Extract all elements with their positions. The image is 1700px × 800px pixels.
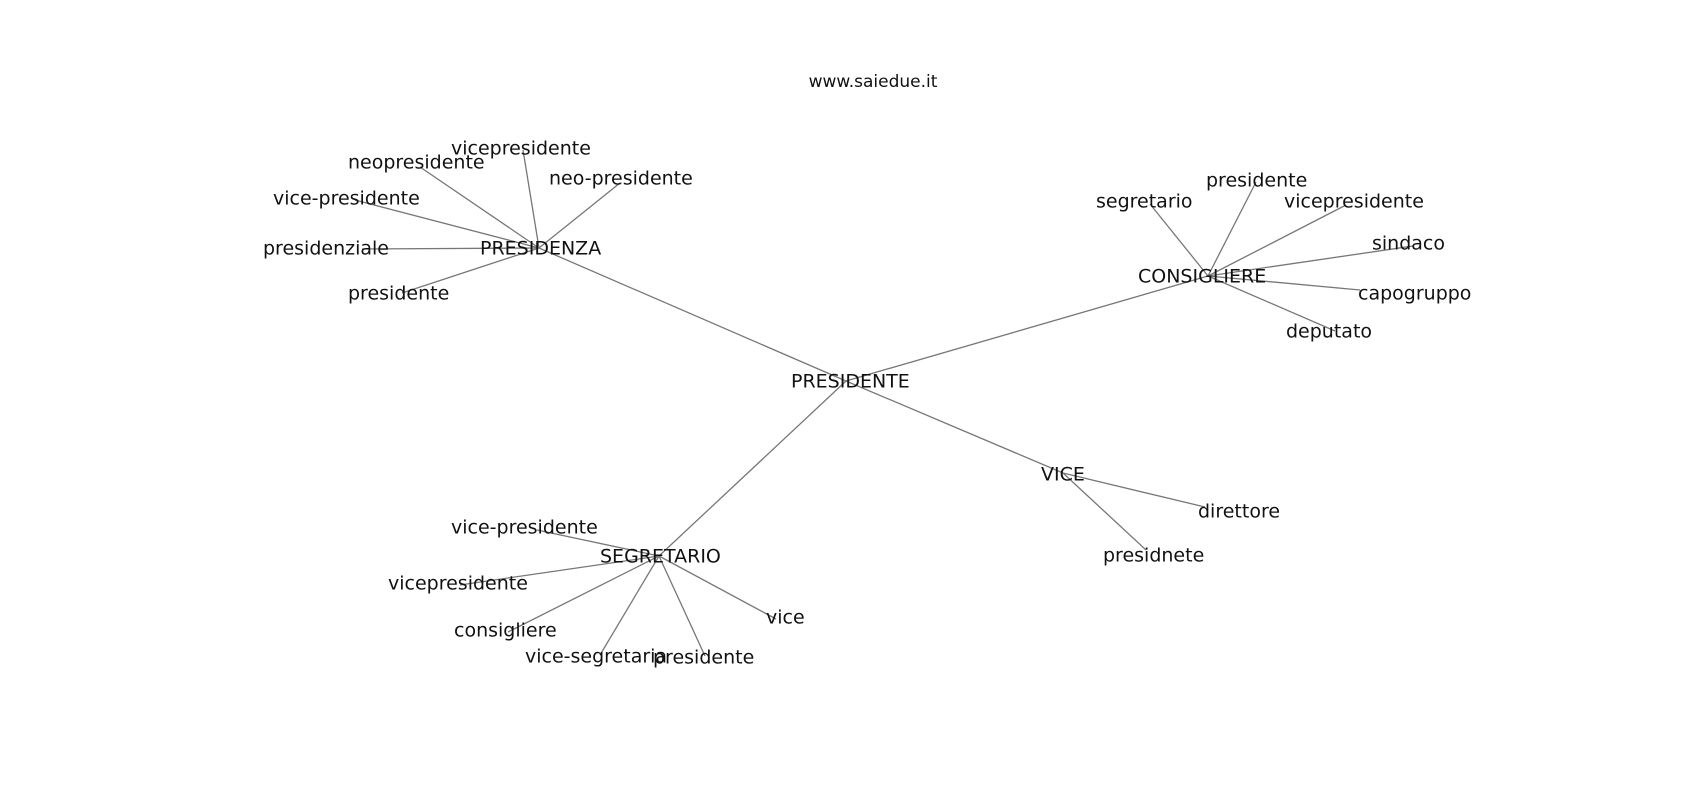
node-hub-consigliere: CONSIGLIERE xyxy=(1138,266,1266,288)
node-leaf-segretario-3: vice-segretaria xyxy=(525,646,667,668)
edge-consigliere-leaf-0 xyxy=(1149,203,1209,277)
edge-consigliere-leaf-4 xyxy=(1207,275,1361,291)
site-watermark: www.saiedue.it xyxy=(809,72,938,92)
node-leaf-vice-1: presidnete xyxy=(1103,545,1204,567)
edge-presidenza-leaf-0 xyxy=(419,166,540,249)
edge-segretario-leaf-4 xyxy=(658,555,706,657)
edge-vice-leaf-0 xyxy=(1062,472,1206,508)
edge-center-presidenza xyxy=(538,247,847,382)
edge-consigliere-leaf-2 xyxy=(1207,204,1347,277)
node-leaf-vice-0: direttore xyxy=(1198,501,1280,523)
edge-segretario-leaf-2 xyxy=(507,555,660,633)
edge-segretario-leaf-5 xyxy=(658,555,777,620)
node-leaf-consigliere-4: capogruppo xyxy=(1358,283,1471,305)
node-leaf-segretario-5: vice xyxy=(766,607,805,629)
edge-consigliere-leaf-5 xyxy=(1207,275,1336,332)
edge-presidenza-leaf-3 xyxy=(354,199,540,249)
edge-vice-leaf-1 xyxy=(1062,472,1147,551)
node-leaf-consigliere-3: sindaco xyxy=(1372,233,1445,255)
node-leaf-segretario-0: vice-presidente xyxy=(451,517,598,539)
edge-presidenza-leaf-1 xyxy=(522,149,540,249)
node-leaf-presidenza-2: neo-presidente xyxy=(549,168,693,190)
node-leaf-presidenza-4: presidenziale xyxy=(263,238,389,260)
node-leaf-presidenza-3: vice-presidente xyxy=(273,188,420,210)
node-leaf-segretario-4: presidente xyxy=(653,647,754,669)
edge-consigliere-leaf-3 xyxy=(1207,245,1414,277)
node-hub-segretario: SEGRETARIO xyxy=(600,546,721,568)
edge-segretario-leaf-3 xyxy=(599,555,660,656)
edge-segretario-leaf-0 xyxy=(536,529,660,557)
node-hub-presidenza: PRESIDENZA xyxy=(480,238,601,260)
edge-presidenza-leaf-4 xyxy=(361,247,540,250)
edge-center-consigliere xyxy=(845,275,1209,382)
edge-center-vice xyxy=(845,380,1064,474)
edge-consigliere-leaf-1 xyxy=(1207,181,1257,277)
node-leaf-consigliere-5: deputato xyxy=(1286,321,1372,343)
edge-presidenza-leaf-2 xyxy=(538,182,621,249)
node-leaf-presidenza-5: presidente xyxy=(348,283,449,305)
node-leaf-presidenza-0: neopresidente xyxy=(348,152,485,174)
node-leaf-segretario-1: vicepresidente xyxy=(388,573,528,595)
edge-center-segretario xyxy=(658,380,847,557)
node-leaf-segretario-2: consigliere xyxy=(454,620,557,642)
node-hub-vice: VICE xyxy=(1041,464,1085,486)
node-leaf-consigliere-2: vicepresidente xyxy=(1284,191,1424,213)
node-leaf-consigliere-0: segretario xyxy=(1096,191,1193,213)
label-layer: PRESIDENTEPRESIDENZAneopresidentevicepre… xyxy=(263,138,1471,669)
node-center: PRESIDENTE xyxy=(791,371,910,393)
edge-presidenza-leaf-5 xyxy=(401,247,540,294)
node-leaf-consigliere-1: presidente xyxy=(1206,170,1307,192)
edge-layer xyxy=(354,149,1414,657)
node-leaf-presidenza-1: vicepresidente xyxy=(451,138,591,160)
edge-segretario-leaf-1 xyxy=(459,555,660,586)
